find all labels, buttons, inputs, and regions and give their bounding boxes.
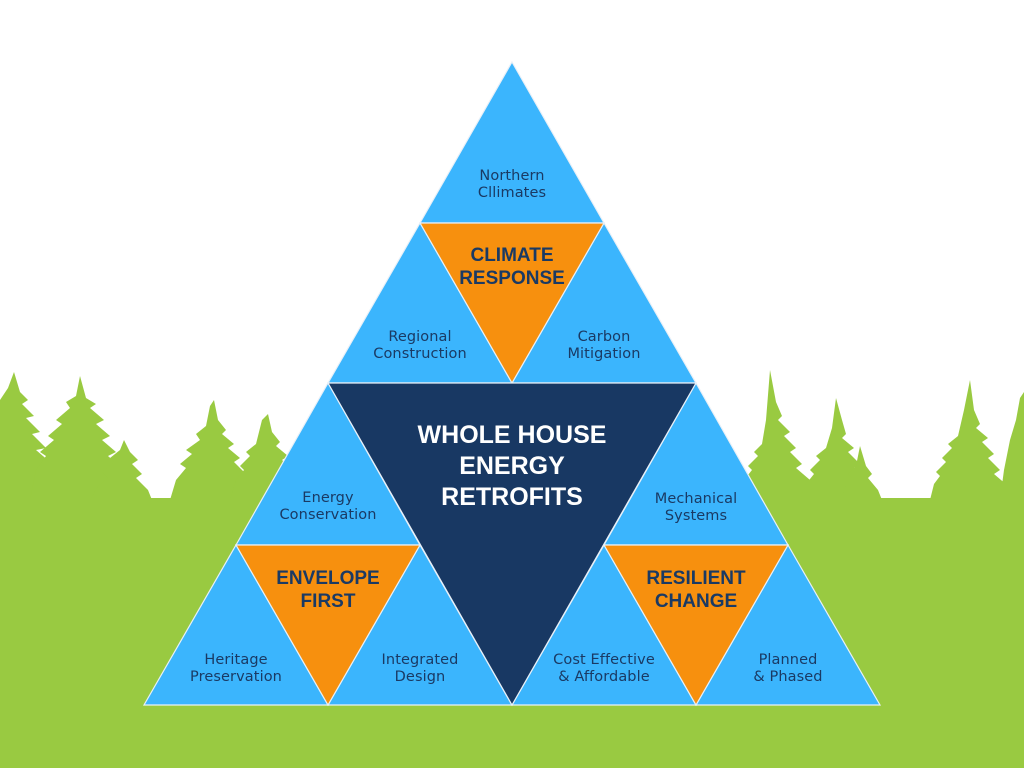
label-line: Systems	[664, 508, 728, 524]
pillar-line: CHANGE	[654, 591, 738, 612]
label-northern-climates: Northern Cllimates	[478, 168, 546, 202]
label-line: Mitigation	[567, 346, 641, 362]
pillar-line: RESILIENT	[646, 568, 746, 589]
pillar-line: RESPONSE	[459, 268, 565, 289]
center-title-line-2: ENERGY	[459, 452, 565, 480]
label-line: Design	[394, 669, 446, 685]
label-mechanical-systems: Mechanical Systems	[655, 491, 738, 525]
label-regional-construction: Regional Construction	[373, 329, 467, 363]
label-heritage-preservation: Heritage Preservation	[190, 652, 282, 686]
label-line: Conservation	[279, 507, 377, 523]
pyramid	[142, 60, 882, 707]
label-line: Carbon	[577, 329, 631, 345]
pillar-left-shape	[234, 544, 422, 707]
pillar-resilient-change: RESILIENT CHANGE	[646, 567, 745, 613]
center-title: WHOLE HOUSE ENERGY RETROFITS	[418, 420, 607, 513]
label-line: Regional	[388, 329, 452, 345]
label-line: & Affordable	[558, 669, 650, 685]
label-line: Cllimates	[477, 185, 547, 201]
label-line: Energy	[302, 490, 354, 506]
center-shape	[326, 382, 698, 707]
center-title-line-1: WHOLE HOUSE	[417, 421, 607, 449]
label-line: & Phased	[753, 669, 823, 685]
label-line: Northern	[479, 168, 545, 184]
label-carbon-mitigation: Carbon Mitigation	[567, 329, 640, 363]
label-planned-phased: Planned & Phased	[753, 652, 822, 686]
pillar-line: ENVELOPE	[276, 568, 380, 589]
pillar-right-shape	[602, 544, 790, 707]
label-energy-conservation: Energy Conservation	[279, 490, 376, 524]
label-line: Heritage	[204, 652, 268, 668]
label-line: Cost Effective	[553, 652, 655, 668]
pillar-envelope-first: ENVELOPE FIRST	[276, 567, 379, 613]
label-line: Construction	[373, 346, 467, 362]
label-cost-effective-affordable: Cost Effective & Affordable	[553, 652, 655, 686]
pillar-top-shape	[418, 222, 606, 385]
pillar-climate-response: CLIMATE RESPONSE	[459, 244, 565, 290]
pillar-line: FIRST	[300, 591, 356, 612]
label-integrated-design: Integrated Design	[382, 652, 459, 686]
pillar-line: CLIMATE	[470, 245, 554, 266]
label-line: Mechanical	[654, 491, 738, 507]
center-title-line-3: RETROFITS	[441, 483, 583, 511]
label-line: Planned	[758, 652, 818, 668]
label-line: Preservation	[190, 669, 282, 685]
label-line: Integrated	[381, 652, 459, 668]
